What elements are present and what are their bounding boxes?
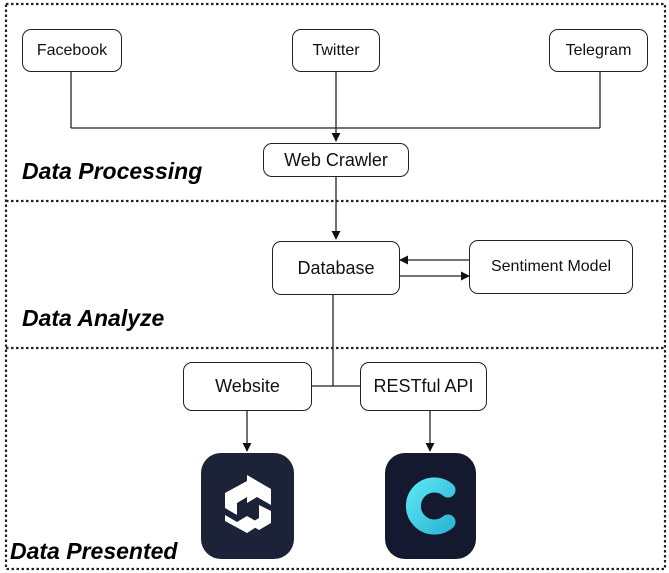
quasar-style-logo-icon (201, 453, 294, 559)
node-twitter: Twitter (292, 29, 380, 72)
node-telegram: Telegram (549, 29, 648, 72)
node-website: Website (183, 362, 312, 411)
quasar-style-logo-graphic (225, 475, 271, 533)
section-label-analyze: Data Analyze (22, 305, 165, 331)
node-restful-api: RESTful API (360, 362, 487, 411)
c-letter-logo-graphic (405, 477, 456, 535)
node-sentiment-model: Sentiment Model (469, 240, 633, 294)
c-letter-logo-icon (385, 453, 476, 559)
node-facebook: Facebook (22, 29, 122, 72)
node-web-crawler: Web Crawler (263, 143, 409, 177)
node-database: Database (272, 241, 400, 295)
section-label-processing: Data Processing (22, 158, 203, 184)
outer-border (4, 2, 667, 571)
section-label-presented: Data Presented (10, 538, 178, 564)
